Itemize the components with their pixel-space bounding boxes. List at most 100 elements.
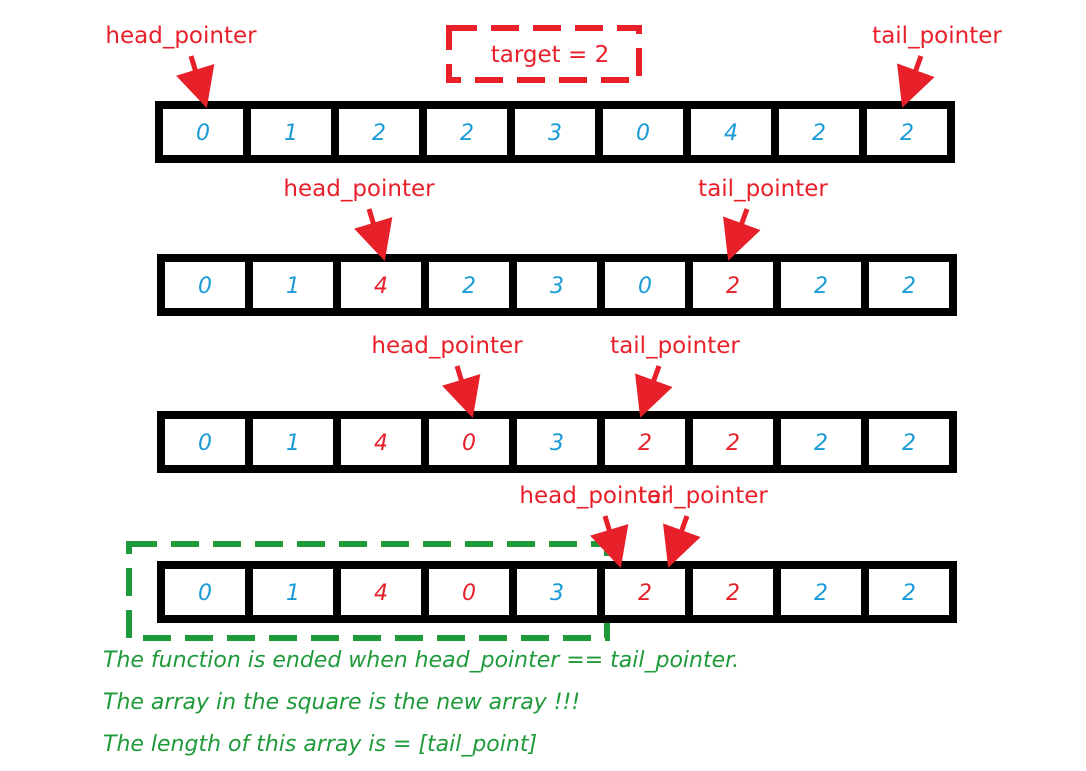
- array-cell: [691, 109, 771, 155]
- array-cell: [251, 109, 331, 155]
- array-row-1: 0 1 2 2 3 0 4 2 2: [155, 101, 955, 163]
- head-pointer-arrow: [590, 515, 629, 569]
- cell-value: 0: [638, 274, 652, 299]
- cell-value: 2: [814, 581, 828, 606]
- cell-value: 2: [814, 274, 828, 299]
- array-cell: [427, 109, 507, 155]
- tail-pointer-arrow: [723, 208, 761, 261]
- note-array-length: The length of this array is = [tail_poin…: [103, 732, 538, 757]
- array-cell: [429, 419, 509, 465]
- array-cell: [779, 109, 859, 155]
- array-cell: [869, 262, 949, 308]
- cell-value: 3: [550, 581, 564, 606]
- cell-value: 4: [374, 431, 388, 456]
- head-pointer-label: head_pointer: [105, 23, 257, 49]
- array-cell: [603, 109, 683, 155]
- array-cell: [517, 569, 597, 615]
- array-cell: [781, 419, 861, 465]
- cell-value: 3: [550, 431, 564, 456]
- cell-value: 2: [902, 581, 916, 606]
- array-cell: [781, 569, 861, 615]
- array-cell: [429, 569, 509, 615]
- cell-value: 1: [286, 431, 300, 456]
- array-cell: [869, 569, 949, 615]
- cell-value: 2: [902, 274, 916, 299]
- cell-value: 2: [460, 121, 474, 146]
- cell-value: 1: [286, 274, 300, 299]
- tail-pointer-label: tail_pointer: [610, 333, 740, 359]
- array-cell: [517, 262, 597, 308]
- cell-value: 1: [284, 121, 298, 146]
- array-row-3: 0 1 4 0 3 2 2 2 2: [157, 411, 957, 473]
- array-cell: [165, 262, 245, 308]
- array-cell: [867, 109, 947, 155]
- cell-value: 4: [724, 121, 738, 146]
- cell-value: 0: [198, 581, 212, 606]
- array-cell: [253, 262, 333, 308]
- cell-value: 3: [548, 121, 562, 146]
- cell-value: 2: [726, 431, 740, 456]
- array-cell: [693, 569, 773, 615]
- note-new-array: The array in the square is the new array…: [103, 690, 581, 715]
- cell-value: 4: [374, 274, 388, 299]
- cell-value: 0: [198, 274, 212, 299]
- array-cell: [517, 419, 597, 465]
- cell-value: 2: [726, 274, 740, 299]
- array-rows: 0 1 2 2 3 0 4 2 2 0 1 4 2 3 0 2 2 2 0 1 4 0 3 2 2 2 2 0 1 4 0 3 2 2 2 2: [155, 101, 957, 623]
- array-cell: [341, 419, 421, 465]
- cell-value: 2: [900, 121, 914, 146]
- array-cell: [339, 109, 419, 155]
- array-cell: [253, 569, 333, 615]
- cell-value: 2: [812, 121, 826, 146]
- cell-value: 0: [462, 431, 476, 456]
- array-cell: [693, 419, 773, 465]
- head-pointer-label: head_pointer: [371, 333, 523, 359]
- array-cell: [165, 419, 245, 465]
- head-pointer-arrow: [354, 208, 393, 262]
- array-cell: [869, 419, 949, 465]
- tail-pointer-label: tail_pointer: [638, 483, 768, 509]
- array-cell: [341, 569, 421, 615]
- array-cell: [605, 419, 685, 465]
- tail-pointer-arrow: [663, 515, 701, 568]
- cell-value: 2: [462, 274, 476, 299]
- array-row-4: 0 1 4 0 3 2 2 2 2: [157, 561, 957, 623]
- array-cell: [253, 419, 333, 465]
- array-cell: [605, 262, 685, 308]
- cell-value: 0: [196, 121, 210, 146]
- head-pointer-label: head_pointer: [519, 483, 671, 509]
- array-cell: [781, 262, 861, 308]
- head-pointer-arrow: [176, 55, 215, 109]
- cell-value: 2: [638, 581, 652, 606]
- head-pointer-arrow: [442, 365, 481, 419]
- cell-value: 2: [638, 431, 652, 456]
- cell-value: 0: [198, 431, 212, 456]
- cell-value: 0: [462, 581, 476, 606]
- target-box: [446, 25, 642, 83]
- cell-value: 2: [902, 431, 916, 456]
- array-cell: [515, 109, 595, 155]
- cell-value: 2: [814, 431, 828, 456]
- note-end-condition: The function is ended when head_pointer …: [103, 648, 740, 673]
- array-cell: [605, 569, 685, 615]
- cell-value: 4: [374, 581, 388, 606]
- cell-value: 2: [726, 581, 740, 606]
- cell-value: 2: [372, 121, 386, 146]
- target-label: target = 2: [491, 42, 609, 68]
- array-cell: [163, 109, 243, 155]
- cell-value: 3: [550, 274, 564, 299]
- array-cell: [341, 262, 421, 308]
- tail-pointer-label: tail_pointer: [698, 176, 828, 202]
- array-cell: [429, 262, 509, 308]
- array-cell: [165, 569, 245, 615]
- tail-pointer-arrow: [897, 55, 935, 108]
- array-row-2: 0 1 4 2 3 0 2 2 2: [157, 254, 957, 316]
- head-pointer-label: head_pointer: [283, 176, 435, 202]
- cell-value: 1: [286, 581, 300, 606]
- array-cell: [693, 262, 773, 308]
- cell-value: 0: [636, 121, 650, 146]
- tail-pointer-label: tail_pointer: [872, 23, 1002, 49]
- tail-pointer-arrow: [635, 365, 673, 418]
